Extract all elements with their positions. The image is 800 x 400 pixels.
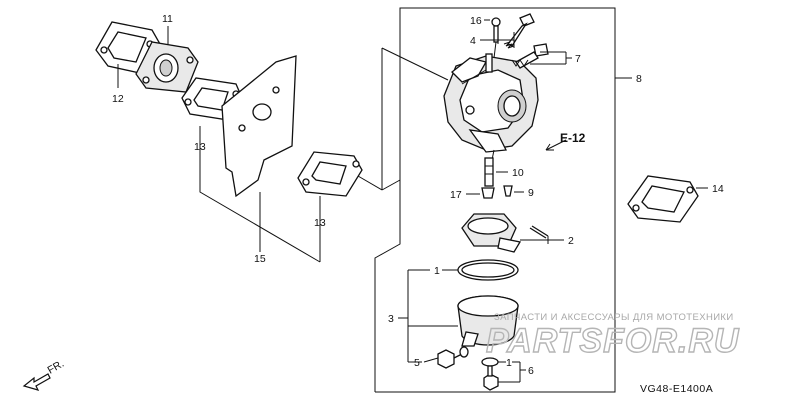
- leader-lines: [117, 19, 708, 383]
- float-valve-9: [503, 185, 513, 197]
- washer-bolt-6: [481, 357, 499, 391]
- drain-screw-5: [437, 346, 469, 369]
- callout-13-lower: 13: [314, 217, 326, 229]
- front-direction-arrow-icon: [22, 373, 51, 391]
- callout-3: 3: [388, 313, 394, 325]
- callout-8: 8: [636, 73, 642, 85]
- nozzle-10: [484, 157, 494, 187]
- callout-1-lower: 1: [506, 357, 512, 369]
- callout-1-upper: 1: [434, 265, 440, 277]
- float-chamber-3: [457, 295, 519, 347]
- jet-17: [481, 187, 495, 199]
- callout-17: 17: [450, 189, 462, 201]
- callout-7: 7: [575, 53, 581, 65]
- pilot-screw-4: [503, 13, 535, 49]
- carburetor-body: [443, 53, 539, 161]
- callout-15: 15: [254, 253, 266, 265]
- direction-label: FR.: [46, 358, 67, 377]
- callout-16: 16: [470, 15, 482, 27]
- screw-16: [491, 17, 501, 59]
- callout-14: 14: [712, 183, 724, 195]
- callout-13-left: 13: [194, 141, 206, 153]
- assembly-bracket-8: [374, 7, 632, 393]
- callout-10: 10: [512, 167, 524, 179]
- watermark-logo: PARTSFOR.RU: [486, 322, 740, 360]
- callout-9: 9: [528, 187, 534, 199]
- gasket-13-lower: [297, 151, 363, 197]
- screw-spring-7: [511, 43, 549, 69]
- float-chamber-gasket-1: [457, 259, 519, 281]
- float-2: [461, 213, 549, 253]
- callout-2: 2: [568, 235, 574, 247]
- gasket-14: [627, 175, 699, 223]
- watermark-tagline: ЗАПЧАСТИ И АКСЕССУАРЫ ДЛЯ МОТОТЕХНИКИ: [494, 312, 734, 323]
- section-reference: E-12: [560, 131, 586, 145]
- callout-11: 11: [162, 13, 173, 25]
- insulator-11: [135, 41, 199, 93]
- callout-4: 4: [470, 35, 476, 47]
- diagram-code: VG48-E1400A: [640, 383, 713, 395]
- callout-6: 6: [528, 365, 534, 377]
- heat-shield-15: [221, 55, 297, 198]
- callout-5: 5: [414, 357, 420, 369]
- callout-12: 12: [112, 93, 124, 105]
